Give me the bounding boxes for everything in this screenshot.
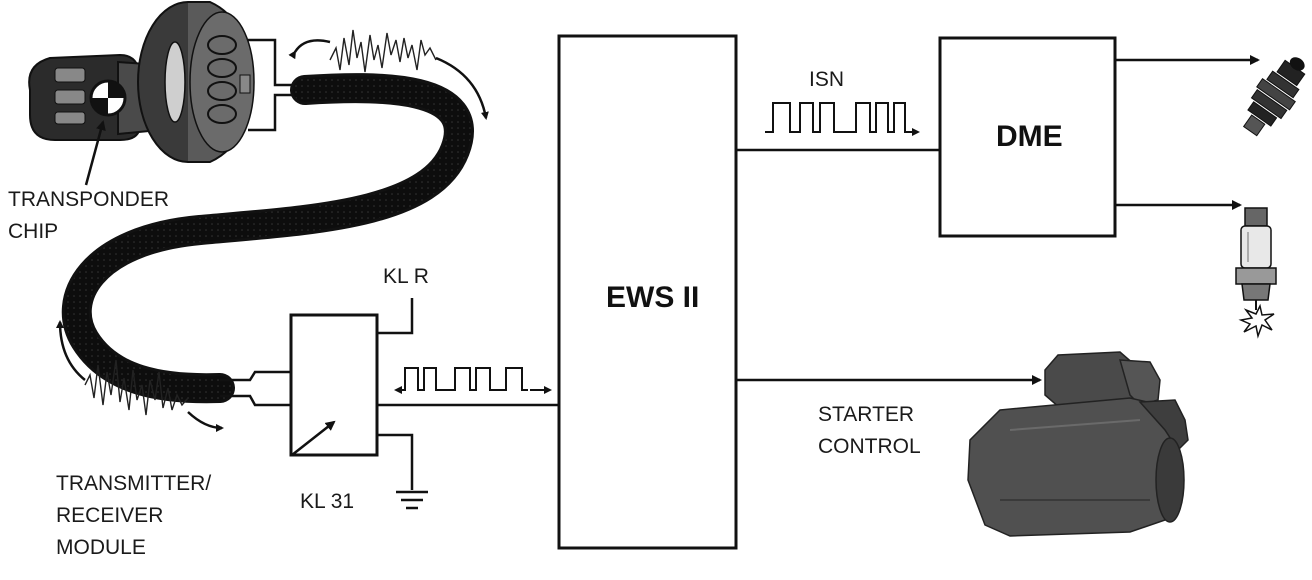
- rf-noise-upper: [288, 29, 489, 120]
- ring-antenna-icon: [137, 1, 255, 163]
- starter-label-line2: CONTROL: [818, 435, 921, 458]
- starter-label-line1: STARTER: [818, 403, 914, 426]
- rf-noise-lower: [56, 320, 224, 432]
- ews-ii-module: [557, 34, 738, 550]
- starter-motor-icon: [967, 351, 1189, 537]
- kl-r-label: KL R: [383, 265, 429, 288]
- kl-r-wire: [377, 298, 414, 335]
- transmitter-label-line1: TRANSMITTER/: [56, 472, 211, 495]
- kl-31-label: KL 31: [300, 490, 354, 513]
- ground-symbol-icon: [396, 490, 428, 510]
- bidirectional-pulse-train: [398, 367, 528, 391]
- kl-31-wire: [377, 433, 414, 490]
- fuel-injector-icon: [1242, 57, 1306, 137]
- spark-plug-icon: [1235, 207, 1277, 339]
- dme-label: DME: [996, 120, 1063, 153]
- transmitter-label-line2: RECEIVER: [56, 504, 163, 527]
- transmitter-receiver-module: [289, 313, 379, 457]
- transponder-label-line1: TRANSPONDER: [8, 188, 169, 211]
- isn-pulse-train: [765, 102, 920, 136]
- transponder-label-line2: CHIP: [8, 220, 58, 243]
- transmitter-label-line3: MODULE: [56, 536, 146, 559]
- ews-ii-label: EWS II: [606, 281, 699, 314]
- isn-label: ISN: [809, 68, 844, 91]
- dme-module: [938, 36, 1117, 238]
